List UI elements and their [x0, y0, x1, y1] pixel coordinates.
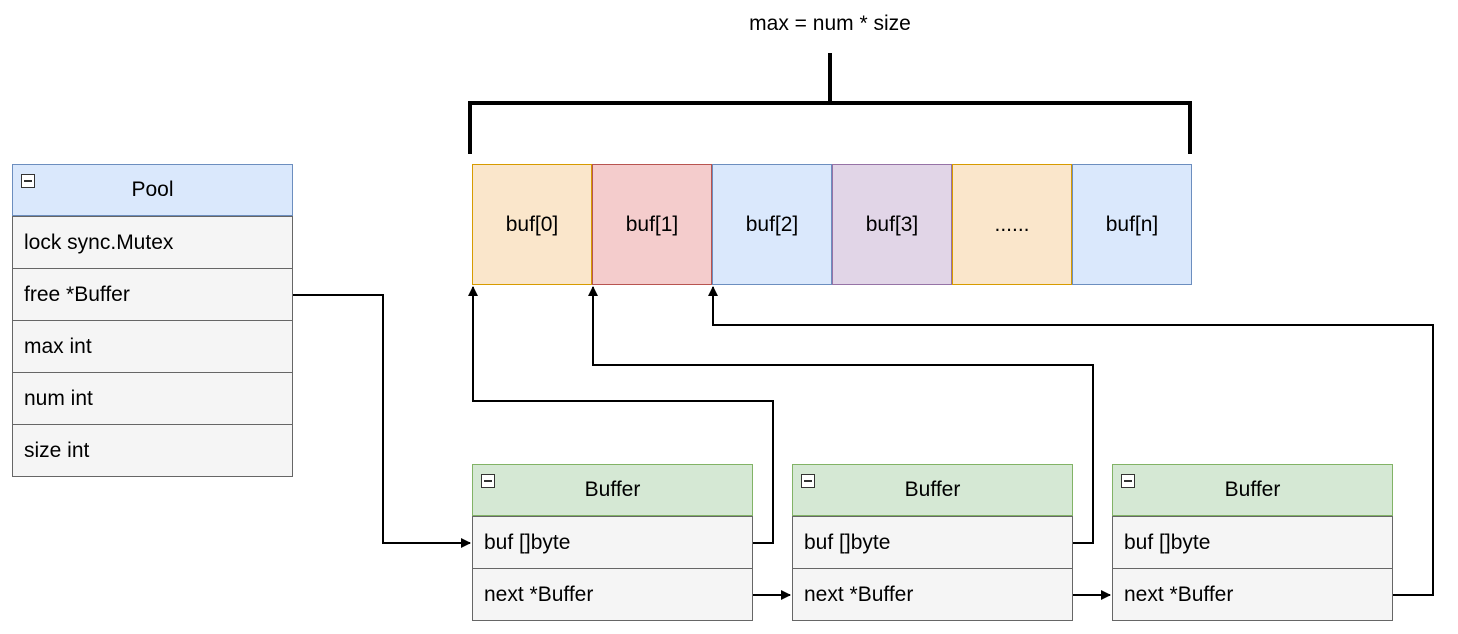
buffer-table-3: Buffer buf []byte next *Buffer: [1112, 464, 1393, 621]
pool-field-num: num int: [13, 372, 292, 424]
buffer-header: Buffer: [472, 464, 753, 516]
size-formula-label: max = num * size: [749, 12, 911, 35]
buffer-cell-ellipsis: ......: [952, 164, 1072, 285]
buffer-cell-n: buf[n]: [1072, 164, 1192, 285]
pool-title: Pool: [131, 178, 174, 201]
buffer-1-buf-arrow: [468, 286, 774, 544]
pool-header: Pool: [12, 164, 293, 216]
buffer-3-next-arrow: [708, 286, 1434, 596]
pool-table: Pool lock sync.Mutex free *Buffer max in…: [12, 164, 293, 477]
buffer-table-1: Buffer buf []byte next *Buffer: [472, 464, 753, 621]
buffer-cell-3: buf[3]: [832, 164, 952, 285]
buffer-field-next: next *Buffer: [1113, 568, 1392, 620]
buffer-cell-0: buf[0]: [472, 164, 592, 285]
buffer-field-buf: buf []byte: [793, 516, 1072, 568]
buffer-header: Buffer: [792, 464, 1073, 516]
buffer-field-buf: buf []byte: [473, 516, 752, 568]
buffer-title: Buffer: [1224, 478, 1281, 501]
size-brace: [468, 53, 1192, 154]
pool-field-max: max int: [13, 320, 292, 372]
buffer-title: Buffer: [904, 478, 961, 501]
buffer-header: Buffer: [1112, 464, 1393, 516]
buffer-cell-1: buf[1]: [592, 164, 712, 285]
collapse-icon[interactable]: [1121, 474, 1135, 488]
collapse-icon[interactable]: [801, 474, 815, 488]
buffer-2-buf-arrow: [588, 286, 1094, 544]
pool-field-size: size int: [13, 424, 292, 476]
collapse-icon[interactable]: [21, 174, 35, 188]
buffer-field-next: next *Buffer: [473, 568, 752, 620]
pool-field-lock: lock sync.Mutex: [13, 216, 292, 268]
collapse-icon[interactable]: [481, 474, 495, 488]
buffer-field-next: next *Buffer: [793, 568, 1072, 620]
pool-field-free: free *Buffer: [13, 268, 292, 320]
buffer-field-buf: buf []byte: [1113, 516, 1392, 568]
buffer-title: Buffer: [584, 478, 641, 501]
free-pointer-arrow: [293, 294, 471, 548]
buffer-cell-2: buf[2]: [712, 164, 832, 285]
buffer-table-2: Buffer buf []byte next *Buffer: [792, 464, 1073, 621]
